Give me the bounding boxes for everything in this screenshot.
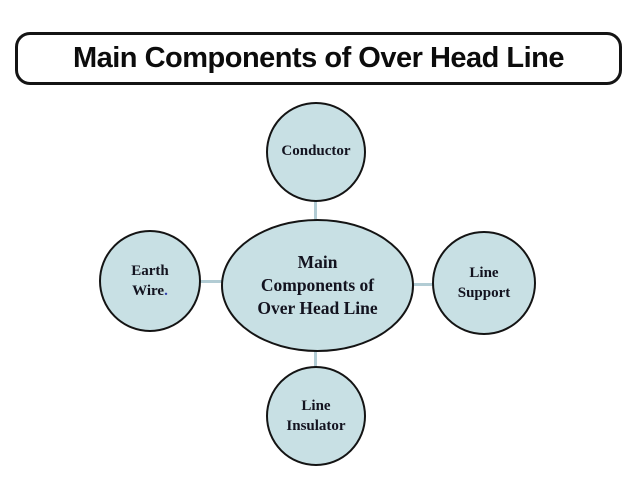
node-line-insulator-line-2: Insulator bbox=[286, 418, 346, 434]
node-line-support-line-1: Line bbox=[469, 264, 499, 281]
node-main-components-line-2: Components of bbox=[260, 275, 375, 296]
node-earth-wire-line-2: Wire. bbox=[132, 281, 168, 301]
node-main-components-line-3: Over Head Line bbox=[257, 297, 378, 318]
node-earth-wire-word: Wire bbox=[132, 283, 165, 299]
page-title: Main Components of Over Head Line bbox=[72, 42, 565, 74]
connector-center-to-conductor bbox=[314, 198, 317, 224]
connector-center-to-line-support bbox=[408, 283, 438, 286]
title-banner: Main Components of Over Head Line bbox=[15, 32, 622, 85]
node-earth-wire-period: . bbox=[164, 283, 168, 299]
node-line-insulator-line-1: Line bbox=[301, 397, 331, 414]
node-line-insulator: Line Insulator bbox=[266, 366, 366, 466]
connector-center-to-insulator bbox=[314, 346, 317, 372]
node-line-support: Line Support bbox=[432, 231, 536, 335]
node-earth-wire: Earth Wire. bbox=[99, 230, 201, 332]
node-conductor-label: Conductor bbox=[281, 143, 351, 160]
node-conductor: Conductor bbox=[266, 102, 366, 202]
node-main-components-line-1: Main bbox=[297, 252, 338, 273]
connector-center-to-earth-wire bbox=[196, 280, 226, 283]
node-earth-wire-line-1: Earth bbox=[131, 262, 169, 279]
node-line-support-line-2: Support bbox=[457, 285, 511, 301]
node-main-components: Main Components of Over Head Line bbox=[221, 219, 414, 352]
